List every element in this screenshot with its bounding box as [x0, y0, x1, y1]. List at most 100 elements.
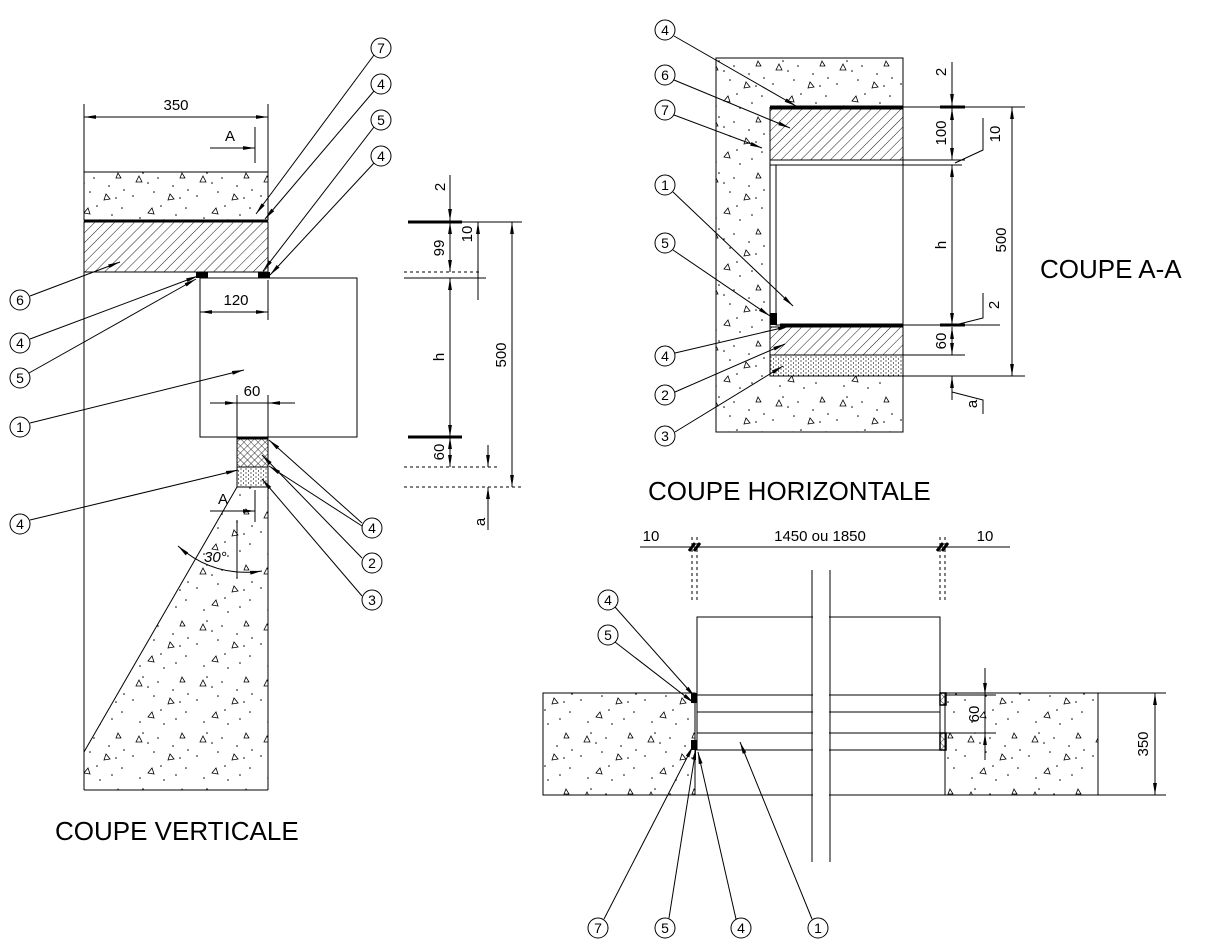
- aa-dim-top-gap-label: 2: [933, 68, 950, 76]
- h-dim-right-gap-label: 10: [977, 528, 994, 545]
- callout-5: 5: [654, 232, 771, 317]
- aa-sill-hatched-block: [769, 326, 904, 356]
- callout-7: 7: [654, 99, 763, 149]
- sill-slope: [83, 486, 238, 753]
- seal-left: [196, 272, 208, 278]
- callout-4: 4: [9, 469, 239, 535]
- svg-text:5: 5: [377, 112, 385, 128]
- svg-text:4: 4: [604, 592, 612, 608]
- svg-text:7: 7: [661, 102, 669, 118]
- h-dim-wall-label: 350: [1135, 731, 1152, 756]
- callout-7: 7: [587, 745, 694, 939]
- svg-text:7: 7: [594, 920, 602, 936]
- callout-4: 4: [654, 19, 797, 107]
- dim-frame-inset-label: 120: [223, 292, 248, 309]
- h-dim-width-label: 1450 ou 1850: [774, 528, 866, 545]
- svg-text:2: 2: [368, 555, 376, 571]
- callout-3: 3: [654, 365, 784, 447]
- dim-tick: [692, 542, 702, 552]
- svg-text:4: 4: [661, 22, 669, 38]
- dim-width-label: 350: [163, 97, 188, 114]
- callout-4: 4: [697, 751, 752, 939]
- svg-text:5: 5: [604, 627, 612, 643]
- horizontal-section-title: COUPE HORIZONTALE: [648, 476, 931, 506]
- vertical-section-title: COUPE VERTICALE: [55, 816, 299, 846]
- lintel-concrete: [83, 171, 269, 221]
- dim-tick: [940, 542, 950, 552]
- aa-leader-frame-overlap: [954, 118, 984, 164]
- aa-concrete-bottom: [716, 376, 903, 432]
- dim-top-gap-label: 2: [432, 183, 449, 191]
- callout-5: 5: [9, 278, 197, 389]
- dim-lintel-label: 99: [431, 240, 448, 257]
- svg-text:1: 1: [16, 419, 24, 435]
- sill-concrete: [84, 487, 268, 790]
- callout-4: 4: [597, 589, 696, 698]
- callout-5: 5: [654, 747, 697, 939]
- aa-leader-bedding: [951, 391, 984, 414]
- h-dim-left-gap-label: 10: [643, 528, 660, 545]
- h-break-gap: [813, 600, 829, 800]
- svg-text:4: 4: [16, 516, 24, 532]
- callout-1: 1: [654, 174, 794, 307]
- svg-text:4: 4: [661, 348, 669, 364]
- section-aa: 2 100 10 h 500 2 60 a 4 6 7: [654, 19, 1182, 447]
- callout-6: 6: [9, 261, 121, 311]
- callout-2: 2: [261, 454, 383, 574]
- h-wall-right: [944, 692, 1099, 796]
- aa-dim-bedding-label: a: [964, 399, 981, 408]
- callout-5: 5: [262, 109, 392, 272]
- svg-text:3: 3: [368, 592, 376, 608]
- dim-height-label: h: [431, 353, 448, 361]
- section-mark-top: A: [225, 128, 235, 145]
- aa-dim-lintel-label: 100: [933, 120, 950, 145]
- svg-text:3: 3: [661, 428, 669, 444]
- svg-text:5: 5: [661, 920, 669, 936]
- svg-text:6: 6: [16, 292, 24, 308]
- svg-text:5: 5: [16, 370, 24, 386]
- aa-dim-bottom-gap-label: 2: [986, 301, 1003, 309]
- dim-tick: [687, 542, 697, 552]
- callout-5: 5: [597, 624, 695, 704]
- window-frame: [199, 277, 358, 438]
- svg-text:4: 4: [368, 520, 376, 536]
- h-seal-right-top: [939, 692, 947, 706]
- h-seal-left-bottom: [691, 740, 697, 750]
- aa-dim-frame-overlap-label: 10: [987, 126, 1004, 143]
- callout-4: 4: [654, 325, 791, 367]
- aa-wall-outline: [715, 57, 904, 433]
- dim-sill-height-label: 60: [431, 444, 448, 461]
- svg-text:6: 6: [661, 67, 669, 83]
- callout-4: 4: [269, 145, 392, 276]
- svg-text:4: 4: [737, 920, 745, 936]
- lintel-hatched-block: [83, 221, 269, 273]
- aa-leader-bottom-gap: [954, 293, 984, 326]
- callout-4: 4: [9, 275, 199, 354]
- callout-4: 4: [268, 439, 383, 539]
- h-seal-left-top: [691, 693, 697, 703]
- seal-right: [258, 272, 270, 278]
- svg-text:4: 4: [16, 335, 24, 351]
- callout-3: 3: [261, 478, 383, 611]
- dim-bedding-label: a: [472, 517, 489, 526]
- svg-text:4: 4: [377, 76, 385, 92]
- section-aa-title: COUPE A-A: [1040, 254, 1182, 284]
- h-wall-left: [542, 692, 696, 796]
- aa-lintel-hatched-block: [769, 108, 904, 161]
- h-seal-right-bottom: [939, 732, 947, 751]
- aa-window-frame: [775, 164, 904, 326]
- aa-dim-height-label: h: [933, 241, 950, 249]
- svg-text:1: 1: [661, 177, 669, 193]
- aa-sill-mortar: [769, 354, 904, 377]
- svg-text:1: 1: [814, 920, 822, 936]
- callout-1: 1: [9, 369, 245, 438]
- dim-total-label: 500: [493, 342, 510, 367]
- h-dim-frame-depth-label: 60: [966, 706, 983, 723]
- aa-dim-sill-height-label: 60: [933, 333, 950, 350]
- aa-seal-block: [770, 313, 777, 325]
- sill-hatched-block: [236, 437, 269, 468]
- dim-sill-width-label: 60: [244, 383, 261, 400]
- aa-dim-total-label: 500: [993, 227, 1010, 252]
- svg-text:4: 4: [377, 148, 385, 164]
